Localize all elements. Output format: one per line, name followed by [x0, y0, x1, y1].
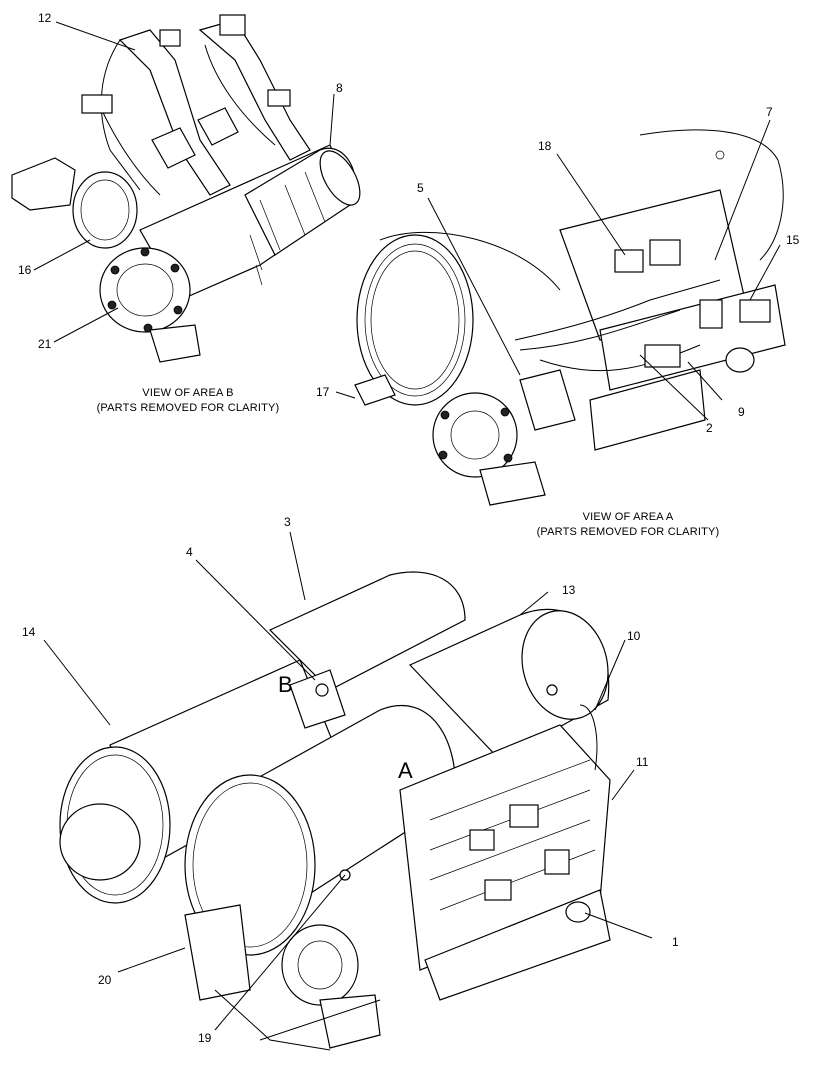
callout-7: 7 — [766, 105, 773, 119]
main-assembly-illustration — [59, 571, 611, 1051]
callout-18: 18 — [538, 139, 552, 153]
callout-5: 5 — [417, 181, 424, 195]
area-b-caption-title: VIEW OF AREA B — [142, 387, 233, 399]
callout-13: 13 — [562, 583, 576, 597]
area-a-caption-title: VIEW OF AREA A — [583, 511, 674, 523]
callout-numbers: 12 8 16 21 17 5 18 7 15 9 2 3 4 13 14 10… — [18, 11, 800, 1045]
area-b-caption-note: (PARTS REMOVED FOR CLARITY) — [97, 402, 280, 414]
callout-2: 2 — [706, 421, 713, 435]
callout-9: 9 — [738, 405, 745, 419]
callout-12: 12 — [38, 11, 52, 25]
callout-4: 4 — [186, 545, 193, 559]
callout-17: 17 — [316, 385, 330, 399]
callout-20: 20 — [98, 973, 112, 987]
leader-lines — [33, 21, 781, 1031]
area-b-caption: VIEW OF AREA B (PARTS REMOVED FOR CLARIT… — [97, 387, 280, 414]
callout-3: 3 — [284, 515, 291, 529]
callout-11: 11 — [636, 755, 649, 769]
area-a-label: A — [398, 758, 413, 783]
callout-10: 10 — [627, 629, 641, 643]
area-b-label: B — [278, 672, 293, 697]
callout-21: 21 — [38, 337, 52, 351]
area-a-caption-note: (PARTS REMOVED FOR CLARITY) — [537, 526, 720, 538]
callout-19: 19 — [198, 1031, 212, 1045]
callout-14: 14 — [22, 625, 36, 639]
callout-8: 8 — [336, 81, 343, 95]
view-area-b-illustration — [11, 14, 361, 363]
area-a-caption: VIEW OF AREA A (PARTS REMOVED FOR CLARIT… — [537, 511, 720, 538]
callout-15: 15 — [786, 233, 800, 247]
callout-1: 1 — [672, 935, 679, 949]
callout-16: 16 — [18, 263, 32, 277]
